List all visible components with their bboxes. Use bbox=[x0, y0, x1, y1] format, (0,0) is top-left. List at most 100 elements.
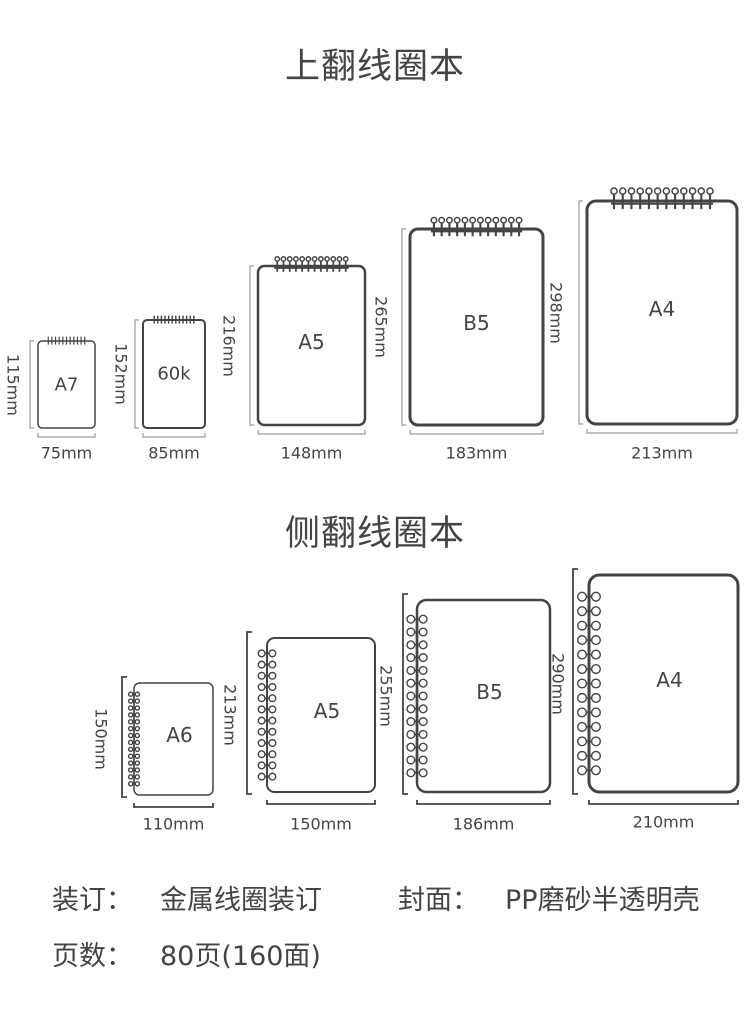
spiral-ring bbox=[469, 216, 477, 224]
spiral-ring bbox=[418, 678, 428, 688]
spiral-ring bbox=[134, 719, 141, 725]
spiral-ring bbox=[577, 736, 588, 747]
spiral-ring bbox=[697, 187, 706, 195]
spiral-ring bbox=[134, 739, 141, 746]
spiral-ring bbox=[406, 653, 416, 663]
width-dimension-line bbox=[133, 803, 214, 808]
spiral-ring bbox=[134, 712, 141, 718]
spiral-ring bbox=[286, 256, 293, 262]
notebook-outline bbox=[585, 199, 739, 426]
height-dimension-line bbox=[121, 676, 127, 798]
binding-label: 装订： bbox=[52, 885, 133, 916]
spiral-ring bbox=[636, 187, 644, 195]
spiral-ring bbox=[688, 187, 697, 195]
spiral-ring bbox=[268, 750, 277, 759]
spiral-ring bbox=[268, 772, 277, 781]
spiral-ring bbox=[445, 216, 453, 224]
spiral-ring bbox=[418, 627, 428, 637]
width-dimension-line bbox=[588, 800, 739, 805]
spiral-ring bbox=[590, 663, 601, 675]
spiral-ring bbox=[577, 663, 588, 675]
spiral-ring bbox=[577, 707, 588, 718]
notebook-size-label: A5 bbox=[313, 699, 341, 723]
height-label: 115mm bbox=[3, 353, 23, 416]
width-dimension-line bbox=[257, 430, 366, 435]
spiral-ring bbox=[577, 692, 588, 704]
spiral-ring bbox=[406, 729, 416, 739]
spiral-ring bbox=[618, 187, 627, 195]
spiral-ring bbox=[127, 767, 134, 773]
width-dimension-line bbox=[266, 800, 376, 805]
notebook-size-label: B5 bbox=[463, 311, 490, 335]
spiral-ring bbox=[438, 216, 446, 224]
width-label: 148mm bbox=[280, 443, 343, 463]
width-label: 110mm bbox=[142, 814, 205, 834]
spiral-ring bbox=[590, 591, 601, 602]
spiral-ring bbox=[662, 187, 671, 195]
top-flip-title: 上翻线圈本 bbox=[284, 47, 465, 87]
spiral-ring bbox=[461, 216, 469, 224]
spiral-ring bbox=[671, 187, 679, 195]
width-label: 210mm bbox=[632, 812, 695, 832]
notebook-outline bbox=[408, 227, 545, 427]
spiral-ring bbox=[577, 721, 588, 732]
height-label: 265mm bbox=[371, 296, 391, 358]
spiral-ring bbox=[330, 256, 337, 262]
spiral-ring bbox=[134, 732, 141, 739]
height-dimension-line bbox=[249, 265, 254, 426]
spiral-ring bbox=[590, 721, 601, 732]
spiral-ring bbox=[127, 753, 134, 759]
spiral-ring bbox=[484, 216, 492, 224]
height-label: 152mm bbox=[111, 343, 131, 405]
spiral-ring bbox=[577, 635, 588, 646]
width-dimension-line bbox=[409, 430, 544, 435]
spiral-ring bbox=[706, 187, 714, 195]
spiral-ring bbox=[406, 742, 416, 752]
spiral-ring bbox=[268, 738, 277, 748]
spiral-ring bbox=[577, 678, 588, 689]
spiral-ring bbox=[430, 216, 438, 224]
spiral-ring bbox=[127, 691, 134, 697]
spiral-ring bbox=[418, 742, 428, 752]
spiral-ring bbox=[134, 705, 141, 711]
height-label: 290mm bbox=[548, 652, 568, 715]
spiral-ring bbox=[257, 705, 266, 714]
height-dimension-line bbox=[572, 568, 578, 795]
spiral-ring bbox=[134, 753, 141, 759]
spiral-ring bbox=[305, 256, 312, 262]
spiral-ring bbox=[406, 717, 416, 727]
binding-value: 金属线圈装订 bbox=[160, 885, 322, 916]
notebook-size-label: 60k bbox=[157, 363, 191, 385]
spiral-ring bbox=[418, 653, 428, 663]
height-label: 298mm bbox=[546, 281, 566, 344]
spiral-ring bbox=[127, 712, 134, 718]
notebook-outline bbox=[256, 264, 367, 427]
spiral-ring bbox=[257, 727, 266, 736]
spiral-ring bbox=[590, 678, 601, 689]
notebook-size-label: A4 bbox=[648, 296, 676, 321]
height-label: 255mm bbox=[376, 665, 396, 727]
spiral-ring bbox=[268, 671, 277, 680]
spiral-ring bbox=[257, 660, 266, 669]
spiral-ring bbox=[257, 761, 266, 770]
spiral-ring bbox=[311, 256, 318, 262]
spiral-ring bbox=[406, 691, 416, 701]
height-dimension-line bbox=[246, 631, 252, 795]
spiral-ring bbox=[134, 746, 141, 753]
spiral-ring bbox=[134, 691, 141, 697]
spiral-ring bbox=[418, 768, 428, 778]
spiral-ring bbox=[476, 216, 484, 224]
spiral-ring bbox=[134, 767, 141, 773]
spiral-ring bbox=[627, 187, 636, 195]
spiral-ring bbox=[257, 671, 266, 680]
spiral-ring bbox=[590, 606, 601, 617]
spiral-ring bbox=[406, 614, 416, 624]
spiral-ring bbox=[127, 739, 134, 746]
spiral-ring bbox=[257, 694, 266, 703]
spiral-ring bbox=[680, 187, 688, 195]
width-dimension-line bbox=[586, 429, 738, 434]
spiral-ring bbox=[134, 781, 141, 787]
height-dimension-line bbox=[29, 340, 34, 429]
spiral-ring bbox=[590, 649, 601, 660]
spiral-ring bbox=[257, 716, 266, 725]
